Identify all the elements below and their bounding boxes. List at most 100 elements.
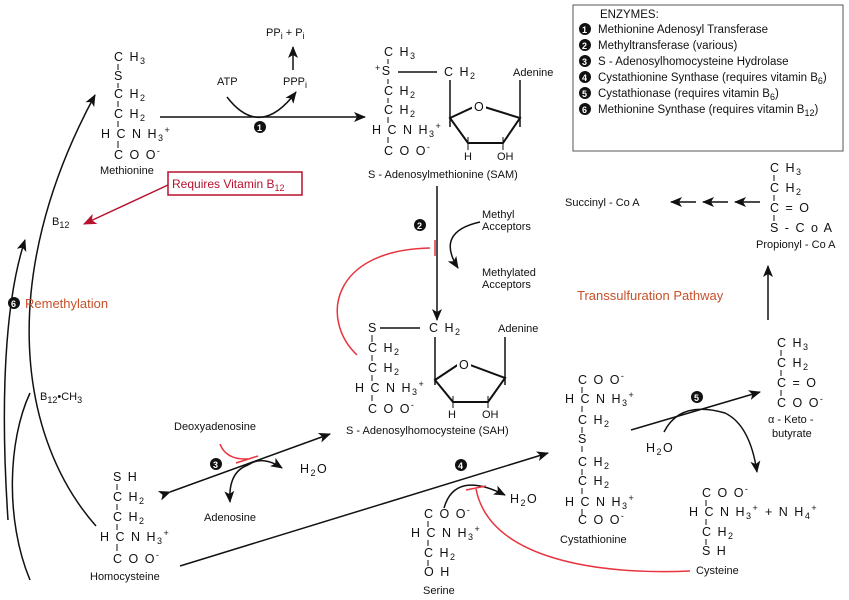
svg-text:S - C o A: S - C o A	[770, 221, 834, 235]
h2o-label-4: H2O	[510, 492, 538, 508]
sah-label: S - Adenosylhomocysteine (SAH)	[346, 425, 509, 437]
propionyl-coa-structure: C H3 C H2 C = O S - C o A Propionyl - Co…	[756, 161, 836, 251]
enzyme-number-badge	[579, 103, 591, 115]
svg-text:H C N H3+: H C N H3+	[100, 528, 170, 546]
svg-text:1: 1	[257, 123, 262, 133]
svg-text:C H2: C H2	[113, 490, 146, 506]
svg-text:C O O-: C O O-	[578, 511, 625, 527]
propionyl-coa-label: Propionyl - Co A	[756, 239, 836, 251]
svg-text:C H2: C H2	[384, 103, 417, 119]
svg-text:C H2: C H2	[384, 84, 417, 100]
h2o-label-5: H2O	[646, 441, 674, 457]
enzyme-name: Methionine Adenosyl Transferase	[598, 24, 768, 36]
homocysteine-structure: S H C H2 C H2 H C N H3+ C O O- Homocyste…	[90, 470, 170, 583]
svg-text:S H: S H	[113, 470, 138, 484]
enzyme-number-badge	[579, 87, 591, 99]
enzyme-number: 3	[582, 57, 587, 67]
svg-text:C = O: C = O	[770, 201, 811, 215]
methyl-transfer-curve	[447, 221, 481, 269]
methionine-label: Methionine	[100, 165, 154, 177]
svg-text:C O O-: C O O-	[368, 400, 415, 416]
svg-text:H C N H3+: H C N H3+	[689, 503, 759, 521]
svg-text:Adenine: Adenine	[513, 67, 553, 79]
svg-text:C = O: C = O	[777, 376, 818, 390]
adenosine-curve	[224, 464, 249, 503]
pppi-label: PPPi	[283, 76, 307, 90]
enzyme-name: Cystathionase (requires vitamin B6)	[598, 88, 779, 102]
svg-text:Acceptors: Acceptors	[482, 279, 531, 291]
sam-structure: C H3 +S C H2 C H2 C H2 H C N H3+ C O O- …	[368, 45, 553, 181]
legend-title: ENZYMES:	[600, 9, 659, 21]
sah-inhibition-line	[336, 247, 431, 356]
cysteine-label: Cysteine	[696, 565, 739, 577]
svg-text:C H2: C H2	[444, 65, 477, 81]
svg-text:S: S	[114, 69, 124, 83]
b12ch3-curve	[11, 392, 31, 581]
enzyme-number-badge	[579, 39, 591, 51]
svg-text:C H2: C H2	[368, 341, 401, 357]
svg-text:Requires Vitamin B12: Requires Vitamin B12	[172, 177, 285, 193]
ketobutyrate-label-1: α - Keto -	[768, 414, 814, 426]
svg-text:3: 3	[213, 460, 218, 470]
svg-text:Methyl: Methyl	[482, 209, 514, 221]
enzyme-number-badge	[579, 23, 591, 35]
svg-text:+S: +S	[375, 63, 392, 78]
svg-text:O: O	[459, 358, 470, 372]
enzyme-number: 2	[582, 41, 587, 51]
svg-text:4: 4	[458, 461, 463, 471]
cystathionine-structure: C O O- H C N H3+ C H2 S C H2 C H2 H C N …	[560, 371, 635, 546]
svg-text:H C N H3+: H C N H3+	[372, 121, 442, 139]
svg-text:5: 5	[694, 393, 699, 403]
svg-text:H C N H3+: H C N H3+	[565, 493, 635, 511]
ammonium-label: + N H4+	[765, 503, 818, 521]
b12-label: B12	[52, 216, 69, 230]
svg-text:C O O-: C O O-	[114, 146, 161, 162]
svg-text:C H2: C H2	[113, 510, 146, 526]
enzyme-6-badge: 6	[8, 297, 20, 309]
svg-text:C O O-: C O O-	[384, 142, 431, 158]
svg-text:S: S	[578, 432, 588, 446]
enzyme-name: Methionine Synthase (requires vitamin B1…	[598, 104, 818, 118]
enzyme-number-badge	[579, 71, 591, 83]
svg-text:OH: OH	[482, 409, 499, 421]
svg-text:O H: O H	[424, 565, 451, 579]
requires-b12-box: Requires Vitamin B12	[167, 171, 303, 196]
svg-text:C H2: C H2	[114, 107, 147, 123]
sam-label: S - Adenosylmethionine (SAM)	[368, 169, 518, 181]
b12-ch3-label: B12•CH3	[40, 391, 82, 405]
svg-text:Adenine: Adenine	[498, 323, 538, 335]
svg-text:H: H	[448, 409, 456, 421]
cysteine-inhibition-line	[475, 488, 691, 573]
svg-text:Methylated: Methylated	[482, 267, 536, 279]
inhibition-bar-4	[465, 485, 487, 491]
svg-text:C H3: C H3	[770, 161, 803, 177]
svg-text:C H3: C H3	[384, 45, 417, 61]
enzyme-3-badge: 3	[210, 458, 222, 470]
svg-text:C H2: C H2	[578, 413, 611, 429]
svg-text:C H3: C H3	[777, 336, 810, 352]
svg-text:C O O-: C O O-	[113, 550, 160, 566]
enzyme-number: 5	[582, 89, 587, 99]
svg-text:C H2: C H2	[578, 455, 611, 471]
enzyme-number-badge	[579, 55, 591, 67]
ketobutyrate-structure: C H3 C H2 C = O C O O- α - Keto - butyra…	[768, 336, 823, 440]
enzyme-2-badge: 2	[414, 219, 426, 231]
svg-text:C H2: C H2	[777, 356, 810, 372]
svg-text:OH: OH	[497, 151, 514, 163]
enzyme-name: Cystathionine Synthase (requires vitamin…	[598, 72, 827, 86]
b12-cycle-arrow	[3, 239, 27, 521]
remethylation-label: Remethylation	[25, 296, 108, 311]
h2o-label-3: H2O	[300, 462, 328, 478]
atp-curve-arrow	[226, 91, 297, 118]
ppi-pi-label: PPi + Pi	[266, 27, 305, 41]
remethylation-arrow	[28, 94, 97, 527]
serine-structure: C O O- H C N H3+ C H2 O H Serine	[411, 505, 480, 597]
svg-text:C H2: C H2	[429, 321, 462, 337]
